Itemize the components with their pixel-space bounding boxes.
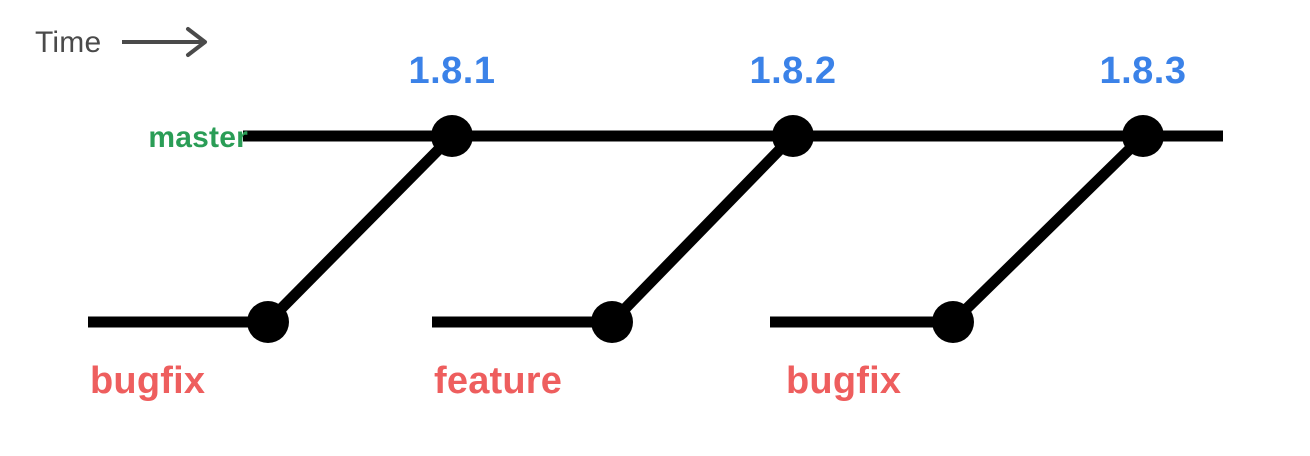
master-branch-label: master (148, 121, 248, 154)
merge-line (608, 132, 797, 326)
branch-commit-node[interactable] (591, 301, 633, 343)
version-tag-1-8-1: 1.8.1 (408, 50, 496, 92)
branch-label-bugfix-1: bugfix (90, 360, 206, 402)
master-commit-node[interactable] (431, 115, 473, 157)
merge-line (949, 132, 1147, 326)
branch-label-feature: feature (434, 360, 563, 402)
master-commit-node[interactable] (1122, 115, 1164, 157)
time-arrow-icon (122, 27, 207, 57)
merge-line (264, 132, 456, 326)
version-tag-1-8-2: 1.8.2 (749, 50, 837, 92)
version-tag-1-8-3: 1.8.3 (1099, 50, 1187, 92)
master-commit-node[interactable] (772, 115, 814, 157)
time-axis-label: Time (35, 26, 102, 59)
branch-commit-node[interactable] (247, 301, 289, 343)
branch-label-bugfix-2: bugfix (786, 360, 902, 402)
branch-commit-node[interactable] (932, 301, 974, 343)
